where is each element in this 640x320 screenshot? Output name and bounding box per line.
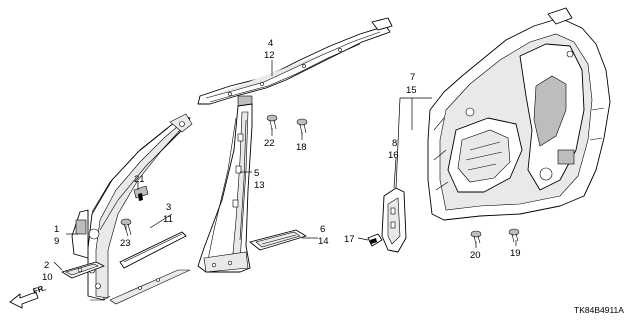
callout-10: 10 bbox=[42, 272, 53, 283]
callout-13: 13 bbox=[254, 180, 265, 191]
diagram-code: TK84B4911A bbox=[574, 305, 624, 315]
callout-1: 1 bbox=[54, 224, 59, 235]
callout-8: 8 bbox=[392, 138, 397, 149]
callout-18: 18 bbox=[296, 142, 307, 153]
callout-3: 3 bbox=[166, 202, 171, 213]
rear-pillar-reinforcement bbox=[381, 187, 407, 253]
callout-22: 22 bbox=[264, 138, 275, 149]
bolt-18-icon bbox=[296, 118, 308, 135]
bolt-22-icon bbox=[266, 114, 278, 131]
clip-17-icon bbox=[367, 233, 383, 247]
callout-16: 16 bbox=[388, 150, 399, 161]
callout-20: 20 bbox=[470, 250, 481, 261]
callout-12: 12 bbox=[264, 50, 275, 61]
callout-11: 11 bbox=[163, 214, 173, 225]
callout-7: 7 bbox=[410, 72, 415, 83]
leader-lines bbox=[53, 60, 517, 271]
center-pillar-lower-patch bbox=[249, 229, 307, 251]
roof-side-rail bbox=[197, 17, 393, 107]
callout-labels: 1 9 2 10 21 3 11 23 4 12 22 18 5 13 6 14… bbox=[42, 38, 521, 283]
callout-21: 21 bbox=[134, 174, 145, 185]
callout-5: 5 bbox=[254, 168, 259, 179]
callout-23: 23 bbox=[120, 238, 131, 249]
bolt-19-icon bbox=[508, 228, 520, 243]
direction-label: FR. bbox=[32, 283, 47, 296]
sill-reinforcement bbox=[61, 261, 105, 279]
center-pillar bbox=[197, 103, 253, 273]
clip-21-icon bbox=[133, 185, 149, 201]
callout-19: 19 bbox=[510, 248, 521, 259]
callout-15: 15 bbox=[406, 85, 417, 96]
callout-4: 4 bbox=[268, 38, 273, 49]
callout-14: 14 bbox=[318, 236, 329, 247]
callout-17: 17 bbox=[344, 234, 355, 245]
callout-2: 2 bbox=[44, 260, 49, 271]
callout-6: 6 bbox=[320, 224, 325, 235]
front-pillar-inner bbox=[71, 113, 193, 301]
callout-9: 9 bbox=[54, 236, 59, 247]
side-sill-strip bbox=[109, 231, 191, 305]
front-direction-arrow: FR. bbox=[9, 283, 47, 309]
rear-inner-panel bbox=[427, 7, 611, 221]
